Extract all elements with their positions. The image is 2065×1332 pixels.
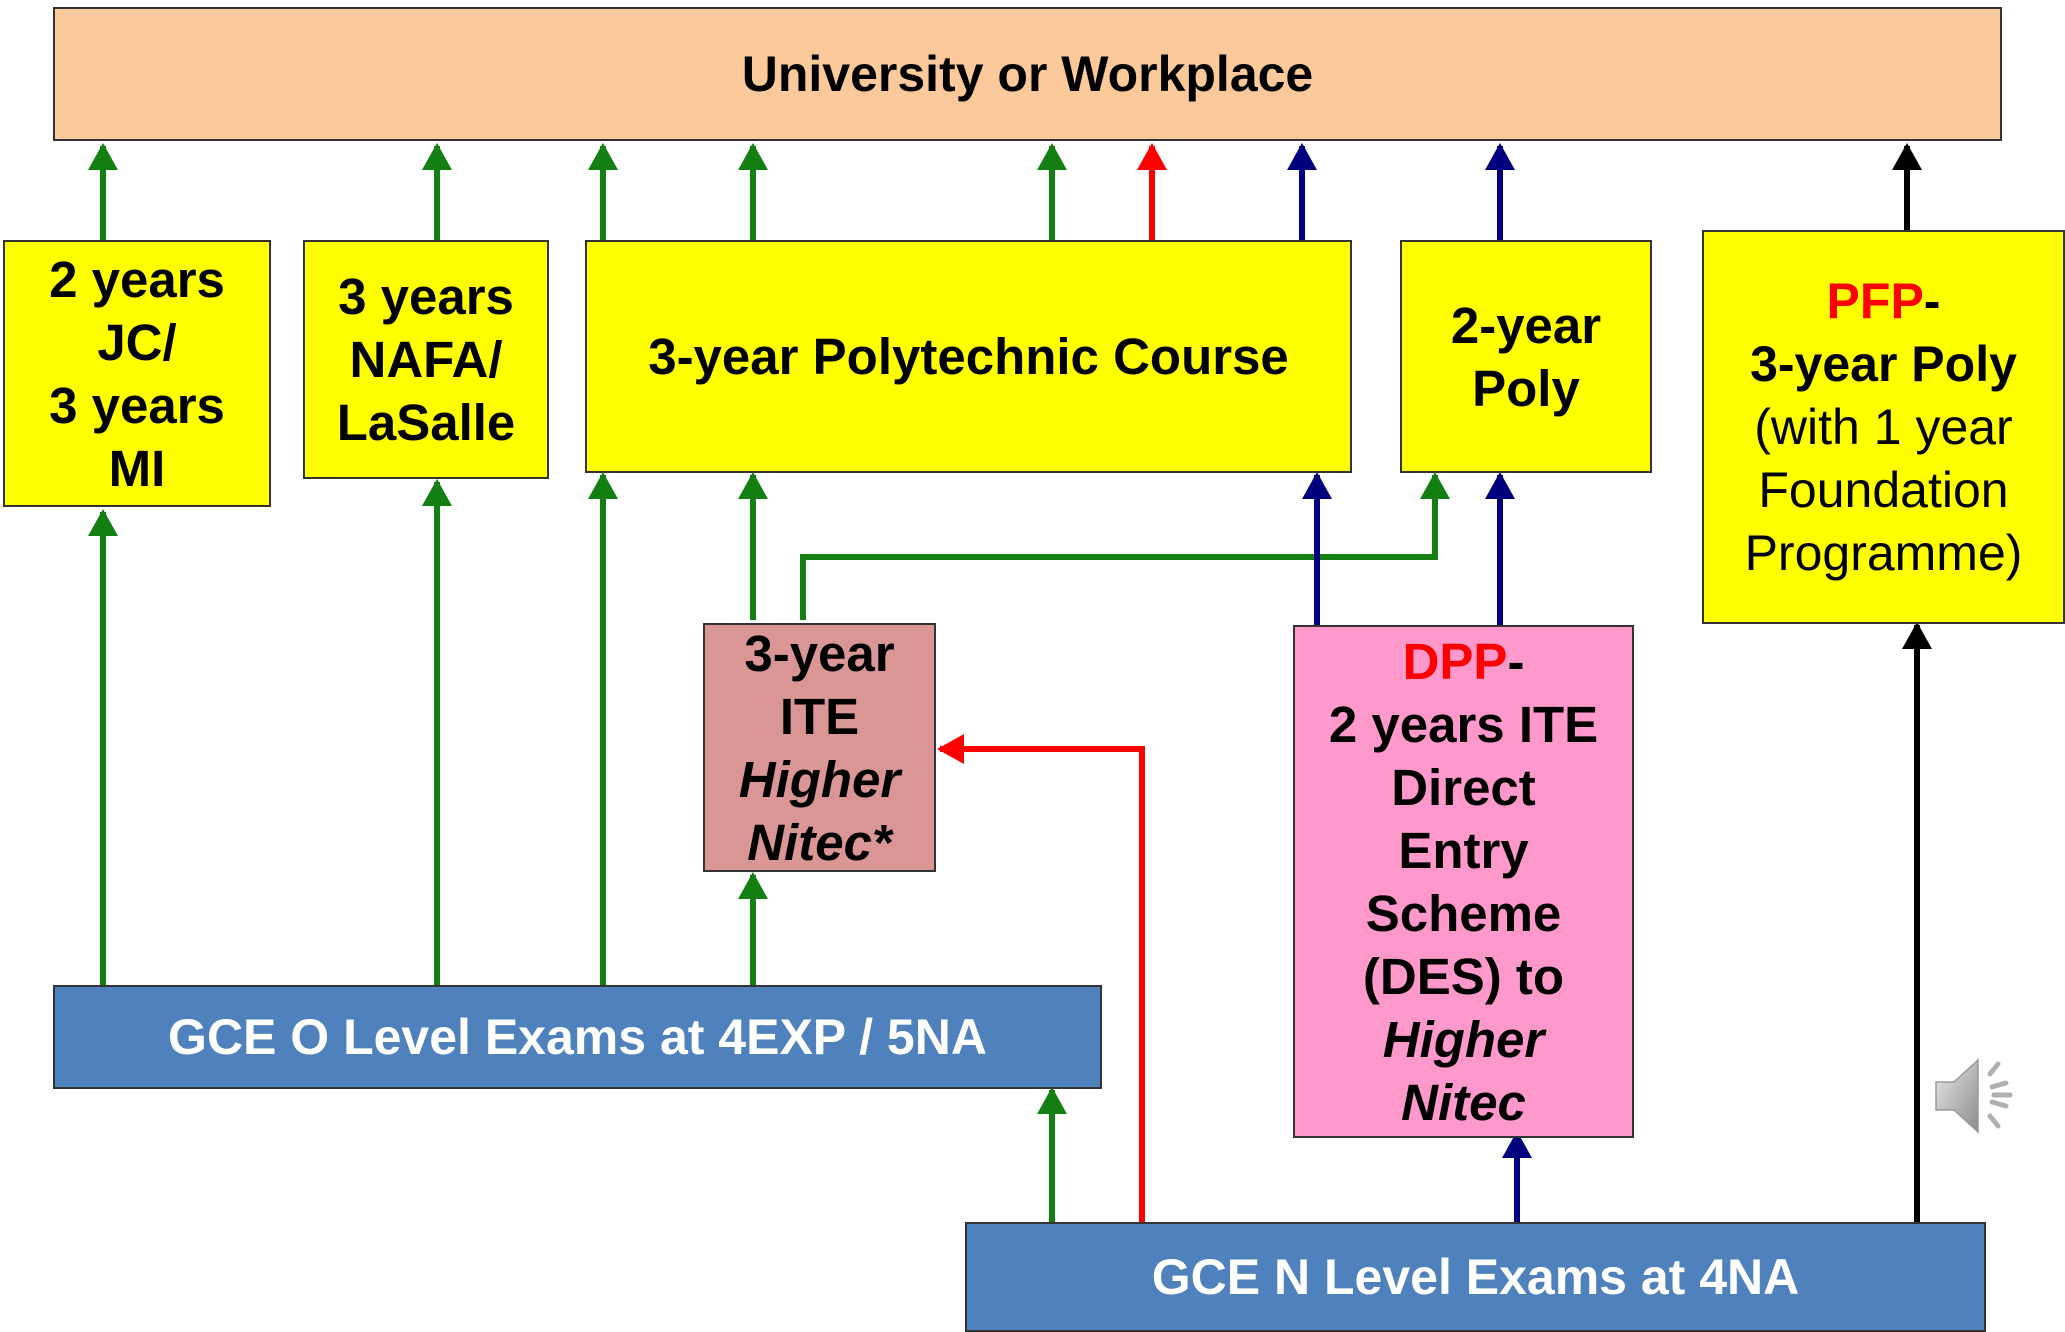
jc-line-1: 2 years [49,250,225,308]
dpp-italic-2: Nitec [1401,1073,1526,1131]
dpp-line-5: (DES) to [1362,947,1565,1005]
nlevel-label: GCE N Level Exams at 4NA [1151,1249,1800,1305]
pfp-heading: PFP- [1827,270,1941,333]
ite-line-1: 3-year [744,624,895,682]
nafa-box: 3 years NAFA/ LaSalle [303,240,549,479]
dpp-line-3: Entry [1398,821,1529,879]
poly2-line-1: 2-year [1450,296,1602,354]
dpp-heading: DPP- [1403,630,1525,693]
arrow-ite-to-poly2 [800,472,1450,620]
pfp-line-2: Foundation [1758,461,2009,518]
speaker-icon[interactable] [1932,1050,2024,1142]
nafa-line-1: 3 years [338,268,514,325]
nlevel-box: GCE N Level Exams at 4NA [965,1222,1986,1332]
dpp-italic-1: Higher [1382,1010,1545,1068]
nafa-line-3: LaSalle [336,394,516,451]
dpp-box: DPP- 2 years ITE Direct Entry Scheme (DE… [1293,625,1634,1138]
poly2-line-2: Poly [1472,359,1580,417]
ite-italic-2: Nitec* [747,813,892,871]
dpp-line-4: Scheme [1365,884,1562,942]
poly3-label: 3-year Polytechnic Course [648,328,1289,385]
ite-italic-1: Higher [738,750,901,808]
university-box: University or Workplace [53,7,2002,141]
dpp-tag: DPP [1402,632,1508,690]
jc-line-3: 3 years [49,376,225,434]
dpp-dash: - [1507,632,1525,690]
dpp-line-1: 2 years ITE [1328,695,1599,753]
jc-box: 2 years JC/ 3 years MI [3,240,271,507]
pfp-tag: PFP [1826,272,1924,329]
university-label: University or Workplace [741,46,1314,102]
ite-line-2: ITE [779,687,860,745]
pfp-line-3: Programme) [1744,524,2023,581]
jc-line-4: MI [108,439,166,497]
pfp-box: PFP- 3-year Poly (with 1 year Foundation… [1702,230,2065,624]
pfp-line-1: (with 1 year [1754,398,2013,455]
ite-box: 3-year ITE Higher Nitec* [703,623,936,872]
olevel-box: GCE O Level Exams at 4EXP / 5NA [53,985,1102,1089]
poly3-box: 3-year Polytechnic Course [585,240,1352,473]
nafa-line-2: NAFA/ [349,331,503,388]
dpp-line-2: Direct [1391,758,1536,816]
olevel-label: GCE O Level Exams at 4EXP / 5NA [168,1009,987,1065]
poly2-box: 2-year Poly [1400,240,1652,473]
jc-line-2: JC/ [97,313,177,371]
pfp-dash: - [1923,272,1941,329]
arrow-nlevel-to-ite [937,734,1145,1222]
pfp-title: 3-year Poly [1750,335,2017,392]
